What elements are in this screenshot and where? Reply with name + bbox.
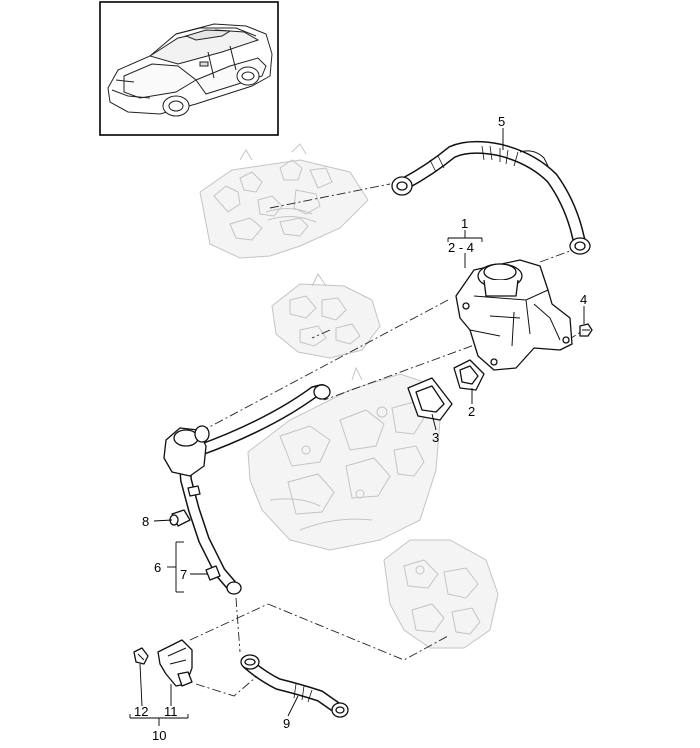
part-8-fitting — [169, 509, 191, 527]
callout-8: 8 — [142, 514, 149, 529]
engine-ghost-top — [199, 143, 369, 259]
engine-ghost-outline — [199, 143, 499, 649]
part-11-bracket — [157, 639, 193, 687]
assembly-line-gasket — [323, 339, 489, 401]
part-3-gasket — [407, 377, 453, 421]
engine-ghost-middle — [271, 273, 381, 359]
part-7-fitting — [205, 565, 221, 581]
part-9-lower-hose — [240, 654, 349, 718]
callout-11: 11 — [164, 704, 178, 719]
part-1-oil-separator — [455, 259, 573, 371]
callout-6: 6 — [154, 560, 161, 575]
assembly-line-middle — [311, 329, 331, 339]
leader-lines — [129, 128, 585, 726]
assembly-lines — [189, 183, 585, 697]
callout-7: 7 — [180, 567, 187, 582]
callout-4: 4 — [580, 292, 587, 307]
callout-labels: 5 1 2 - 4 4 2 3 8 6 7 9 12 11 10 — [134, 114, 587, 743]
callout-9: 9 — [283, 716, 290, 731]
suv-illustration — [107, 23, 273, 117]
assembly-line-5-top — [269, 183, 391, 209]
engine-ghost-lower — [383, 539, 499, 649]
part-4-bolt — [579, 323, 593, 337]
part-12-clip — [133, 647, 149, 665]
part-2-gasket — [453, 359, 485, 391]
engine-ghost-block — [247, 366, 441, 551]
callout-12: 12 — [134, 704, 148, 719]
callout-2-4: 2 - 4 — [448, 240, 474, 255]
assembly-line-bracket-pipe — [195, 671, 263, 697]
callout-1: 1 — [461, 216, 468, 231]
assembly-line-1-5 — [539, 247, 579, 263]
callout-5: 5 — [498, 114, 505, 129]
part-5-vent-hose — [391, 140, 591, 255]
vehicle-thumbnail — [99, 1, 279, 136]
assembly-line-1-left — [199, 299, 449, 433]
callout-10: 10 — [152, 728, 166, 743]
callout-2: 2 — [468, 404, 475, 419]
callout-3: 3 — [432, 430, 439, 445]
assembly-line-pipe9-lower — [235, 597, 241, 653]
part-6-vent-line — [163, 384, 331, 595]
assembly-line-bracket — [189, 603, 269, 641]
